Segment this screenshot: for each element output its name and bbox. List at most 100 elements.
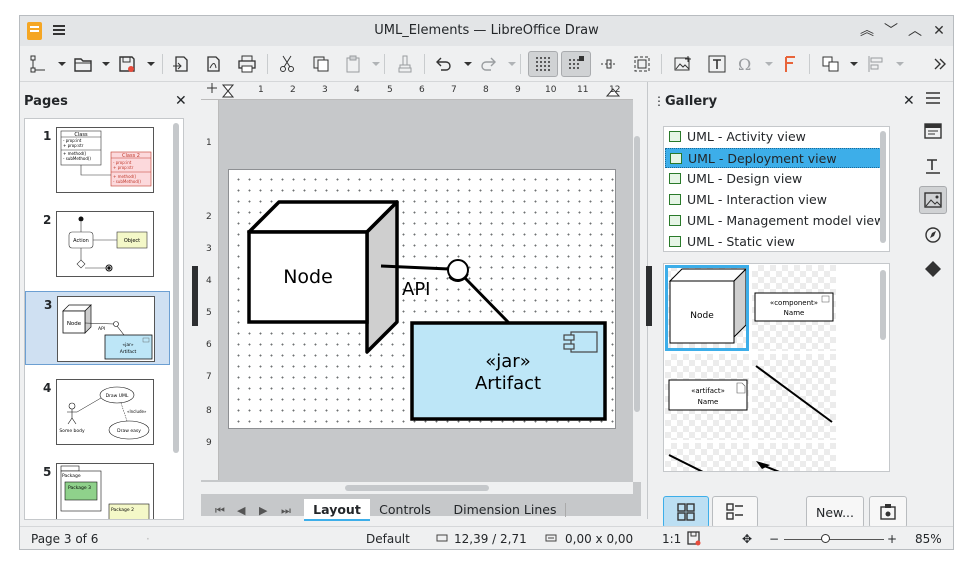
- horizontal-ruler[interactable]: 1 2 3 4 5 6 7 8 9 10 11 12: [201, 82, 633, 100]
- toolbar-overflow-icon[interactable]: [930, 51, 950, 77]
- gallery-item-association-line[interactable]: [752, 354, 836, 440]
- close-gallery-icon[interactable]: ✕: [903, 93, 915, 109]
- icon-view-button[interactable]: [663, 496, 709, 528]
- detailed-view-button[interactable]: [712, 496, 758, 528]
- gallery-item-artifact[interactable]: «artifact» Name: [665, 354, 749, 440]
- page-thumbnail-1[interactable]: 1 Class - prop:int + prop:str + method()…: [25, 123, 170, 197]
- close-window-button[interactable]: ✕: [933, 23, 945, 39]
- undo-icon[interactable]: [430, 51, 456, 77]
- clone-formatting-icon[interactable]: [392, 51, 418, 77]
- zoom-slider-handle[interactable]: [821, 534, 830, 543]
- redo-icon[interactable]: [476, 51, 502, 77]
- previous-tab-icon[interactable]: ◀: [237, 504, 246, 517]
- align-dropdown-icon[interactable]: [896, 62, 904, 66]
- connectors-icon[interactable]: [26, 51, 52, 77]
- theme-list-scrollbar[interactable]: [880, 131, 886, 243]
- gallery-item-component[interactable]: «component» Name: [752, 265, 836, 351]
- export-pdf-icon[interactable]: [200, 51, 226, 77]
- tab-dimension-lines[interactable]: Dimension Lines: [453, 502, 557, 517]
- tab-layout[interactable]: Layout: [304, 499, 370, 521]
- theme-item[interactable]: UML - Activity view: [665, 127, 885, 147]
- zoom-page-icon[interactable]: [629, 51, 655, 77]
- page-thumbnail-3[interactable]: 3 Node API «jar» Artifact: [25, 291, 170, 365]
- drawing-canvas-area[interactable]: 1 2 3 4 5 6 7 8 9 10 11 12 1 2 3 4 5 6 7…: [201, 82, 641, 516]
- copy-icon[interactable]: [308, 51, 334, 77]
- status-zoom-level[interactable]: 85%: [915, 532, 942, 546]
- align-objects-icon[interactable]: [863, 51, 889, 77]
- last-tab-icon[interactable]: ⏭: [281, 504, 291, 517]
- save-icon[interactable]: [114, 51, 140, 77]
- properties-deck-icon[interactable]: [919, 117, 947, 145]
- gallery-drag-handle-icon[interactable]: ⋮: [653, 94, 665, 108]
- fontwork-icon[interactable]: [777, 51, 803, 77]
- connectors-dropdown-icon[interactable]: [58, 62, 66, 66]
- tab-controls[interactable]: Controls: [379, 502, 431, 517]
- gallery-collapse-handle[interactable]: [646, 266, 652, 326]
- canvas-hscroll-thumb[interactable]: [345, 485, 489, 491]
- page-thumbnail-5[interactable]: 5 Package Package 3 Package 2: [25, 459, 170, 519]
- gallery-theme-list[interactable]: UML - Activity view UML - Deployment vie…: [663, 126, 890, 252]
- maximize-button[interactable]: ︿: [908, 23, 922, 39]
- export-icon[interactable]: [168, 51, 194, 77]
- gallery-grid-scrollbar[interactable]: [880, 270, 886, 340]
- gallery-item-line[interactable]: [665, 443, 749, 471]
- insert-special-character-icon[interactable]: Ω: [732, 51, 758, 77]
- selection-mode-icon[interactable]: ✥: [742, 532, 753, 546]
- shapes-deck-icon[interactable]: [919, 255, 947, 283]
- print-icon[interactable]: [234, 51, 260, 77]
- theme-item[interactable]: UML - Static view: [665, 232, 885, 251]
- canvas-horizontal-scrollbar[interactable]: [201, 482, 633, 494]
- special-character-dropdown-icon[interactable]: [765, 62, 773, 66]
- zoom-in-button[interactable]: +: [887, 532, 898, 546]
- gallery-item-node[interactable]: Node: [665, 265, 749, 351]
- paste-icon[interactable]: [340, 51, 366, 77]
- close-pages-panel-icon[interactable]: ✕: [175, 93, 187, 109]
- snap-to-grid-icon[interactable]: [561, 51, 591, 77]
- sidebar-menu-icon[interactable]: [919, 84, 947, 112]
- arrange-icon[interactable]: [818, 51, 844, 77]
- status-master-layout[interactable]: Default: [366, 532, 410, 546]
- theme-item-selected[interactable]: UML - Deployment view: [665, 148, 885, 168]
- cut-icon[interactable]: [274, 51, 300, 77]
- theme-item[interactable]: UML - Management model view: [665, 211, 885, 231]
- page-thumbnail-4[interactable]: 4 Draw UML Draw easy «Include» Some body: [25, 375, 170, 449]
- minimize-button[interactable]: ﹀: [884, 23, 898, 39]
- pages-panel-collapse-handle[interactable]: [192, 266, 198, 326]
- api-connector-line[interactable]: [380, 264, 450, 271]
- artifact-connector-line[interactable]: [463, 276, 511, 325]
- zoom-slider-track[interactable]: [784, 539, 884, 540]
- redo-dropdown-icon[interactable]: [508, 62, 516, 66]
- navigator-deck-icon[interactable]: [919, 221, 947, 249]
- arrange-dropdown-icon[interactable]: [850, 62, 858, 66]
- vertical-ruler[interactable]: 1 2 3 4 5 6 7 8 9: [201, 100, 219, 480]
- theme-item[interactable]: UML - Interaction view: [665, 190, 885, 210]
- gallery-item-arrow[interactable]: [752, 443, 836, 471]
- save-dropdown-icon[interactable]: [147, 62, 155, 66]
- theme-properties-button[interactable]: [869, 496, 907, 528]
- undo-dropdown-icon[interactable]: [464, 62, 472, 66]
- slide-page[interactable]: Node API «jar» Artifact: [228, 169, 616, 429]
- artifact-shape[interactable]: «jar» Artifact: [410, 321, 607, 421]
- gallery-items-grid[interactable]: Node «component» Name «artifact» Name: [663, 263, 890, 472]
- styles-deck-icon[interactable]: [919, 152, 947, 180]
- canvas-vscroll-thumb[interactable]: [634, 136, 640, 412]
- new-theme-button[interactable]: New...: [806, 496, 864, 528]
- node-shape[interactable]: Node: [247, 200, 399, 354]
- open-icon[interactable]: [70, 51, 96, 77]
- next-tab-icon[interactable]: ▶: [259, 504, 268, 517]
- api-interface-lollipop[interactable]: [447, 259, 469, 281]
- keep-above-icon[interactable]: ︽: [860, 23, 874, 39]
- theme-item[interactable]: UML - Design view: [665, 169, 885, 189]
- pages-scrollbar[interactable]: [173, 123, 179, 453]
- display-grid-icon[interactable]: [528, 51, 558, 77]
- hamburger-menu-icon[interactable]: [51, 23, 67, 39]
- insert-image-icon[interactable]: [670, 51, 696, 77]
- helplines-icon[interactable]: [596, 51, 622, 77]
- zoom-out-button[interactable]: −: [769, 532, 780, 546]
- page-thumbnail-2[interactable]: 2 Action Object: [25, 207, 170, 281]
- paste-dropdown-icon[interactable]: [372, 62, 380, 66]
- open-dropdown-icon[interactable]: [102, 62, 110, 66]
- gallery-deck-icon[interactable]: [919, 186, 947, 214]
- canvas-vertical-scrollbar[interactable]: [633, 82, 641, 482]
- document-modified-icon[interactable]: [686, 530, 702, 549]
